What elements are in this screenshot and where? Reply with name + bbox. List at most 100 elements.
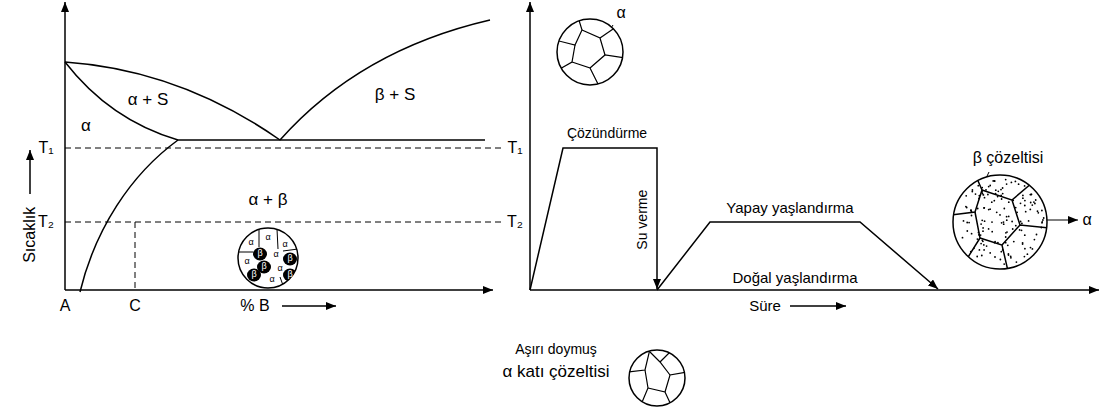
precipitate-dot — [966, 207, 968, 209]
precipitate-dot — [1042, 219, 1044, 221]
step-label: Doğal yaşlandırma — [732, 270, 857, 287]
microstructure — [555, 17, 625, 88]
precipitate-dot — [1005, 232, 1007, 234]
guide-line — [65, 148, 505, 149]
phase-symbol: α — [273, 250, 278, 260]
axis-title: Sıcaklık — [21, 207, 39, 263]
microstructure-outline — [953, 175, 1047, 269]
precipitate-dot — [971, 191, 973, 193]
solvus-line — [80, 140, 178, 292]
precipitate-dot — [1000, 259, 1002, 261]
precipitate-dot — [991, 201, 993, 203]
temperature-label: T₁ — [507, 139, 522, 157]
precipitate-dot — [991, 231, 993, 233]
precipitate-dot — [1020, 221, 1022, 223]
precipitate-dot — [999, 214, 1001, 216]
precipitate-dot — [991, 221, 993, 223]
treatment-curve — [657, 222, 938, 290]
precipitate-dot — [994, 180, 996, 182]
eutectic-line — [178, 139, 485, 141]
phase-label: α — [1082, 211, 1091, 229]
precipitate-dot — [1024, 248, 1026, 250]
precipitate-dot — [1028, 220, 1030, 222]
microstructure-outline — [629, 350, 685, 406]
guide-line — [65, 222, 505, 223]
precipitate-dot — [1016, 261, 1018, 263]
microstructure-outline — [557, 19, 623, 85]
precipitate-dot — [1008, 216, 1010, 218]
temperature-label: T₂ — [507, 213, 523, 231]
precipitate-dot — [962, 237, 964, 239]
precipitate-dot — [988, 186, 990, 188]
precipitate-dot — [1002, 193, 1004, 195]
precipitate-dot — [1008, 201, 1010, 203]
precipitate-dot — [983, 207, 985, 209]
precipitate-dot — [997, 190, 999, 192]
precipitate-dot — [1003, 221, 1005, 223]
microstructure-ground — [953, 175, 1047, 269]
precipitate-dot — [980, 223, 982, 225]
axis-arrow — [29, 150, 31, 194]
precipitate-dot — [1015, 225, 1017, 227]
precipitate-dot — [994, 256, 996, 258]
precipitate-dot — [983, 207, 985, 209]
structure-label: α katı çözeltisi — [502, 363, 609, 382]
precipitate-dot — [1020, 202, 1022, 204]
precipitate-dot — [981, 255, 983, 257]
precipitate-dot — [989, 208, 991, 210]
phase-symbol: β — [287, 254, 292, 264]
precipitate-dot — [1031, 204, 1033, 206]
precipitate-dot — [995, 189, 997, 191]
precipitate-dot — [965, 206, 967, 208]
precipitate-dot — [1019, 229, 1021, 231]
microstructure — [238, 228, 298, 288]
precipitate-dot — [976, 256, 978, 258]
precipitate-dot — [963, 220, 965, 222]
precipitate-dot — [989, 185, 991, 187]
precipitate-dot — [971, 215, 973, 217]
precipitate-dot — [986, 245, 988, 247]
phase-symbol: β — [287, 270, 292, 280]
axis-title: Süre — [749, 298, 781, 315]
precipitate-dot — [982, 240, 984, 242]
precipitate-dot — [1003, 208, 1005, 210]
precipitate-dot — [1018, 183, 1020, 185]
precipitate-dot — [980, 243, 982, 245]
precipitate-dot — [1000, 251, 1002, 253]
precipitate-dot — [1001, 198, 1003, 200]
precipitate-dot — [965, 195, 967, 197]
microstructure-ground — [557, 19, 623, 85]
phase-label: β + S — [375, 86, 416, 105]
phase-label: α — [81, 117, 91, 136]
precipitate-dot — [1024, 200, 1026, 202]
step-label: Çözündürme — [567, 126, 647, 141]
precipitate-dot — [988, 228, 990, 230]
precipitate-dot — [1041, 222, 1043, 224]
temperature-axis — [64, 2, 66, 290]
liquidus-line — [65, 62, 280, 140]
precipitate-dot — [1027, 253, 1029, 255]
grain-boundary — [665, 372, 687, 392]
precipitate-dot — [1007, 244, 1009, 246]
precipitate-dot — [1029, 194, 1031, 196]
precipitate-dot — [993, 200, 995, 202]
precipitate-dot — [1037, 210, 1039, 212]
phase-label: α — [616, 4, 625, 22]
precipitate-dot — [1041, 210, 1043, 212]
phase-symbol: α — [277, 264, 282, 274]
precipitate-dot — [994, 180, 996, 182]
precipitate-dot — [1006, 183, 1008, 185]
composition-axis — [65, 289, 493, 291]
phase-symbol: α — [269, 275, 274, 285]
precipitate-dot — [1022, 197, 1024, 199]
grain-boundary — [238, 252, 253, 253]
phase-symbol: β — [251, 270, 256, 280]
precipitate-dot — [1013, 241, 1015, 243]
structure-label: Aşırı doymuş — [515, 342, 597, 357]
precipitate-dot — [977, 238, 979, 240]
microstructure-ground — [629, 350, 685, 406]
precipitate-dot — [1021, 223, 1023, 225]
grain-boundary — [965, 212, 980, 262]
precipitate-dot — [1008, 254, 1010, 256]
